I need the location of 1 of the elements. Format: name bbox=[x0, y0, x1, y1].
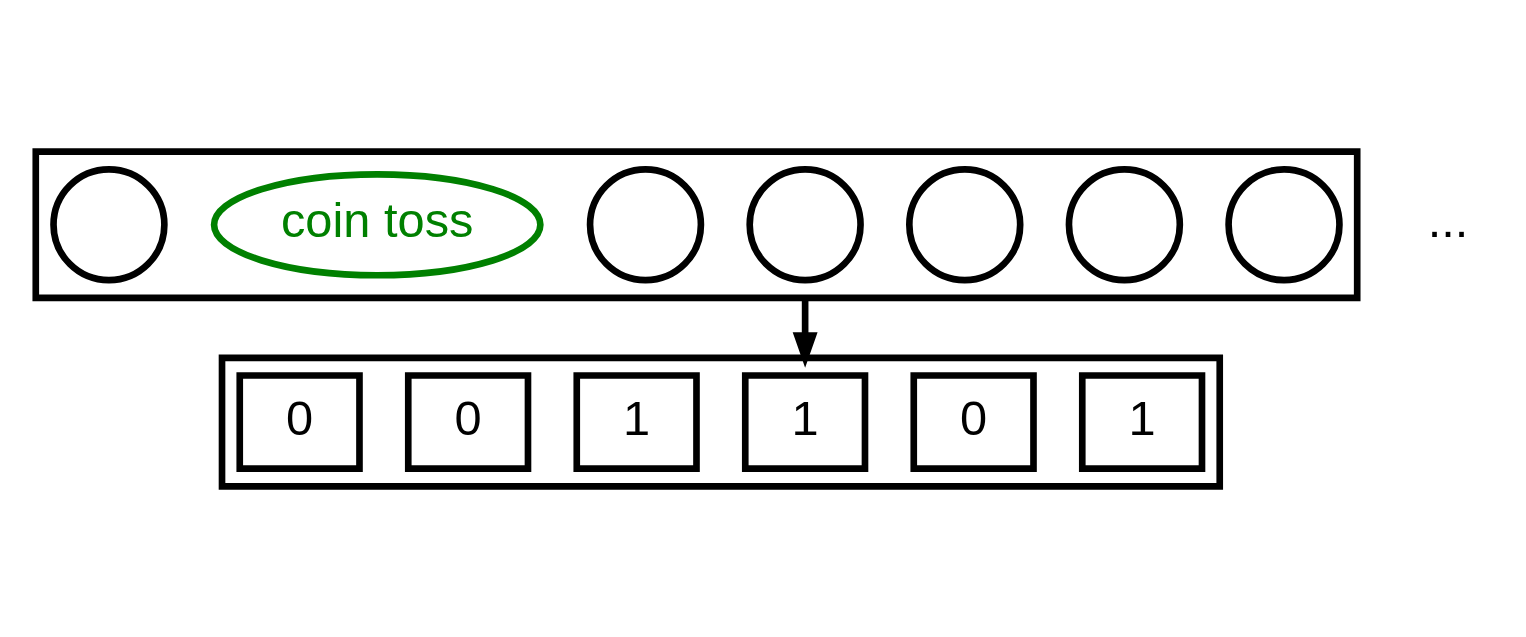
label: ... bbox=[1427, 192, 1469, 247]
